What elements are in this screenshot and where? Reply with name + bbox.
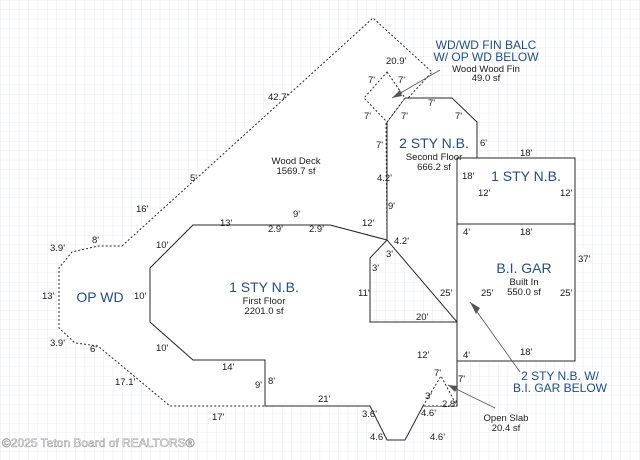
garage-area: 550.0 sf <box>507 287 541 298</box>
dim-label: 10' <box>156 343 169 354</box>
dim-label: 4' <box>463 227 470 238</box>
dim-label: 7' <box>364 111 371 122</box>
dim-label: 13' <box>220 218 233 229</box>
dim-label: 3.9' <box>50 338 65 349</box>
dim-label: 4.6' <box>430 432 445 443</box>
dim-label: 10' <box>156 240 169 251</box>
dim-label: 20.9' <box>386 56 406 67</box>
dim-label: 4.6' <box>370 432 385 443</box>
dim-label: 4' <box>463 350 470 361</box>
dim-label: 12' <box>560 188 573 199</box>
dim-label: 14' <box>222 362 235 373</box>
dim-label: 12' <box>362 218 375 229</box>
dim-label: 25' <box>560 288 573 299</box>
garage-callout-line1: 2 STY N.B. W/ <box>521 369 599 383</box>
dim-label: 6' <box>480 138 487 149</box>
dim-label: 2.8' <box>442 399 457 410</box>
dim-label: 13' <box>42 291 55 302</box>
garage-label: B.I. GAR <box>496 260 551 276</box>
dim-label: 3' <box>386 249 393 260</box>
dim-label: 4.2' <box>377 173 392 184</box>
dim-label: 7' <box>434 368 441 379</box>
dim-label: 12' <box>417 350 430 361</box>
wood-fin-name: Wood Wood Fin <box>452 64 520 75</box>
dim-label: 8' <box>268 376 275 387</box>
dim-label: 4.6' <box>421 408 436 419</box>
dim-label: 21' <box>318 394 331 405</box>
dim-label: 3' <box>372 263 379 274</box>
second-floor-area: 666.2 sf <box>417 162 451 173</box>
dim-label: 3.9' <box>50 243 65 254</box>
dim-label: 25' <box>440 288 453 299</box>
open-slab-area: 20.4 sf <box>492 423 521 434</box>
first-floor-outline <box>149 224 458 441</box>
dim-label: 7' <box>401 111 408 122</box>
balcony-outline <box>363 71 406 123</box>
dim-label: 37' <box>578 254 591 265</box>
dim-label: 16' <box>136 204 149 215</box>
dim-label: 5' <box>190 173 197 184</box>
garage-callout-line2: B.I. GAR BELOW <box>513 381 608 395</box>
garage-built-in: Built In <box>509 277 538 288</box>
one-story-right-label: 1 STY N.B. <box>491 168 561 184</box>
second-floor-type-label: 2 STY N.B. <box>399 135 469 151</box>
dim-label: 18' <box>520 227 533 238</box>
dim-label: 7' <box>428 98 435 109</box>
first-floor-type-label: 1 STY N.B. <box>229 279 299 295</box>
dim-label: 9' <box>388 201 395 212</box>
dim-label: 18' <box>520 148 533 159</box>
dim-label: 12' <box>478 188 491 199</box>
dim-label: 25' <box>481 288 494 299</box>
open-slab-name: Open Slab <box>484 413 529 424</box>
second-floor-name: Second Floor <box>406 152 463 163</box>
one-story-right-outline <box>456 157 576 225</box>
wood-deck-name: Wood Deck <box>272 156 321 167</box>
dim-label: 9' <box>293 209 300 220</box>
wood-fin-area: 49.0 sf <box>472 73 501 84</box>
slab-leader-arrowhead <box>448 385 458 392</box>
dim-label: 4.2' <box>394 236 409 247</box>
dim-label: 7' <box>376 140 383 151</box>
dim-label: 20' <box>416 312 429 323</box>
dim-label: 42.7' <box>268 92 288 103</box>
dim-label: 8' <box>92 235 99 246</box>
dim-label: 7' <box>455 111 462 122</box>
op-wd-label: OP WD <box>76 289 123 305</box>
dim-label: 2.9' <box>309 224 324 235</box>
garage-outline <box>456 223 576 362</box>
garage-leader-arrowhead <box>470 302 480 314</box>
garage-leader-line <box>469 301 521 373</box>
dim-label: 17' <box>212 412 225 423</box>
dim-label: 7' <box>458 374 465 385</box>
dim-label: 18' <box>520 347 533 358</box>
dim-label: 10' <box>134 291 147 302</box>
dim-label: 3.6' <box>362 409 377 420</box>
balcony-leader-arrowhead <box>392 90 402 98</box>
dim-label: 11' <box>358 288 370 299</box>
dim-label: 2.9' <box>268 224 283 235</box>
dim-label: 18' <box>462 171 475 182</box>
balcony-callout-line1: WD/WD FIN BALC <box>436 38 537 52</box>
first-floor-area: 2201.0 sf <box>244 306 283 317</box>
dim-label: 7' <box>398 75 405 86</box>
dim-label: 6' <box>90 344 97 355</box>
copyright-watermark: ©2025 Teton Board of REALTORS® <box>2 436 195 450</box>
balcony-callout-line2: W/ OP WD BELOW <box>433 50 539 64</box>
open-slab-outline <box>422 374 458 407</box>
wood-deck-area: 1569.7 sf <box>276 166 315 177</box>
dim-label: 3' <box>425 391 432 402</box>
dim-label: 7' <box>368 75 375 86</box>
first-floor-name: First Floor <box>243 296 286 307</box>
dim-label: 9' <box>255 380 262 391</box>
dim-label: 17.1' <box>115 377 135 388</box>
